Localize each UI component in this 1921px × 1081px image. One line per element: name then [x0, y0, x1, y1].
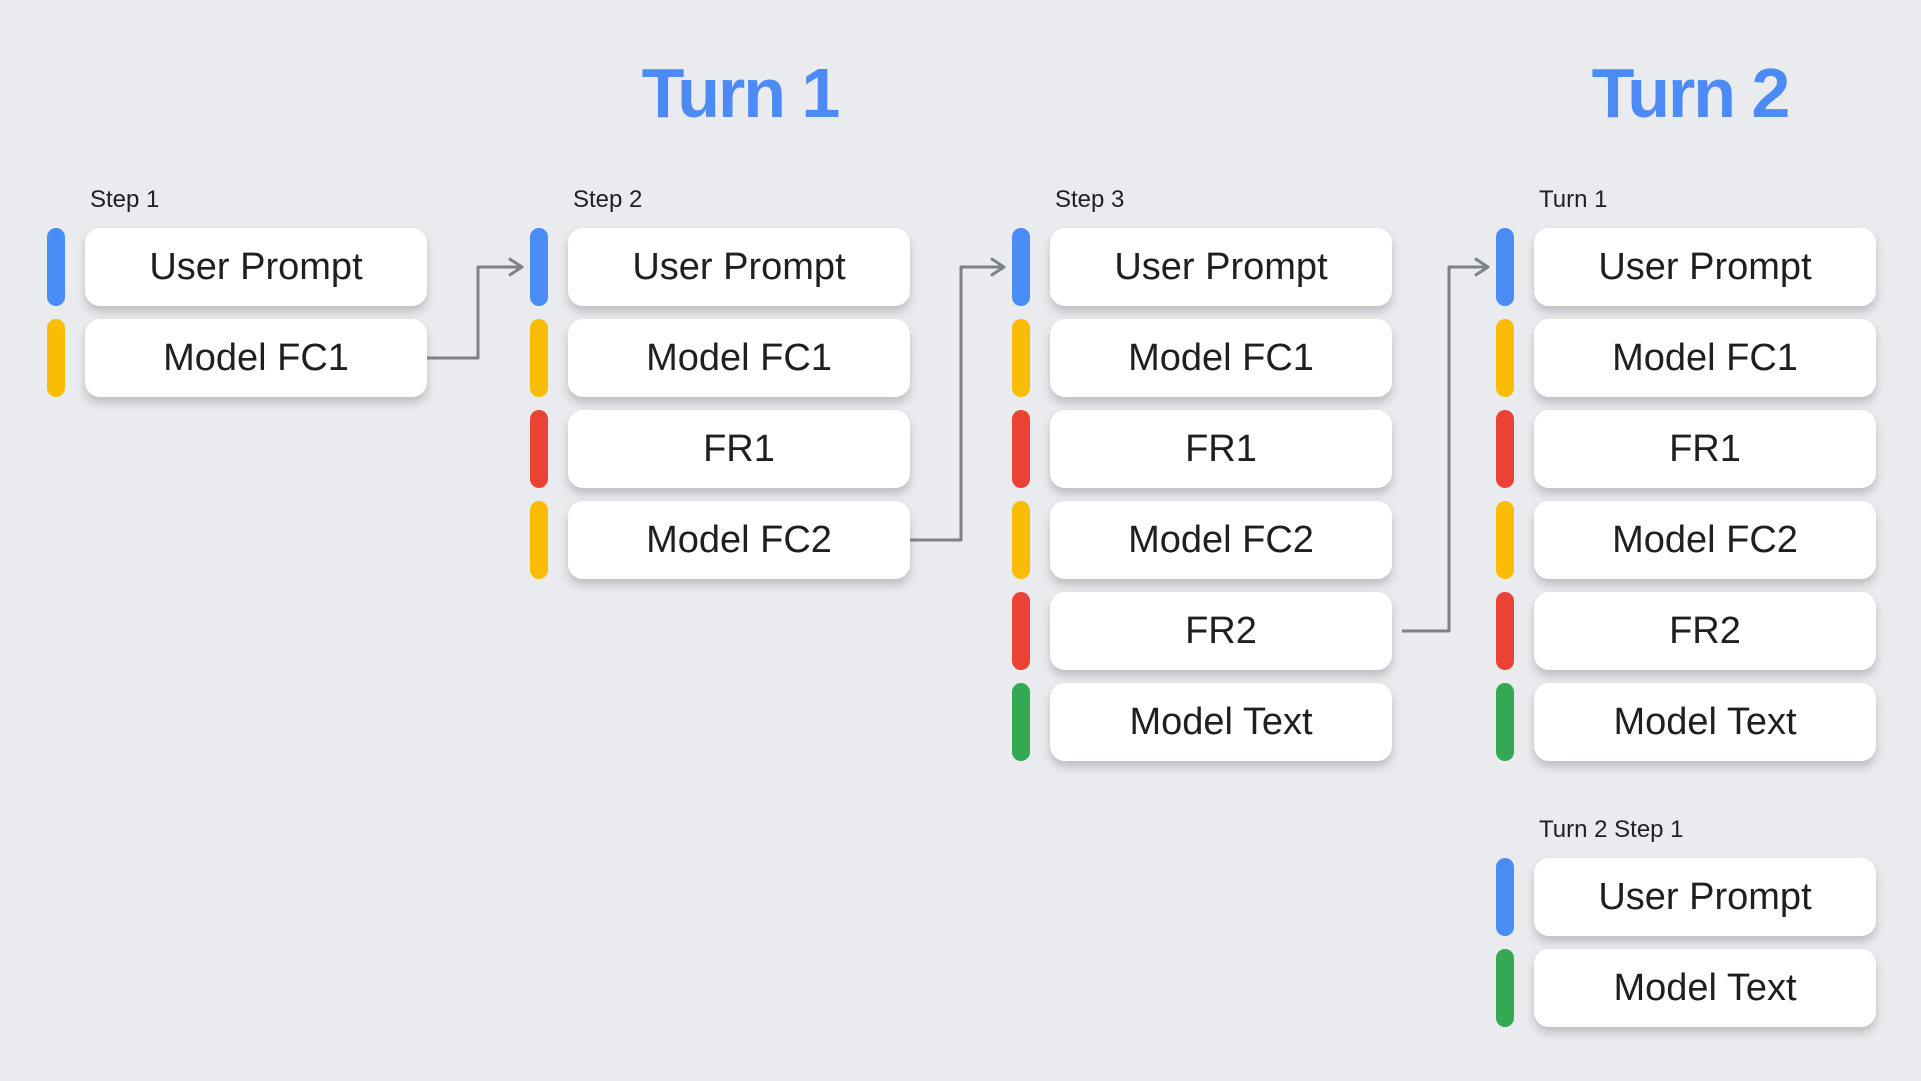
message-box: Model FC1: [85, 319, 427, 397]
message-box-label: FR2: [1669, 609, 1741, 652]
arrow-line: [1402, 265, 1488, 633]
blue-color-bar: [1012, 228, 1030, 306]
message-box-label: FR1: [1185, 427, 1257, 470]
message-box-label: FR1: [703, 427, 775, 470]
arrow-step1-to-step2: [427, 257, 524, 360]
blue-color-bar: [530, 228, 548, 306]
red-color-bar: [1496, 410, 1514, 488]
message-box-label: Model FC2: [646, 518, 832, 561]
arrow-step3-to-turn1: [1402, 257, 1490, 633]
message-box-label: Model Text: [1129, 700, 1313, 743]
message-box: Model FC1: [1050, 319, 1392, 397]
message-box: Model Text: [1050, 683, 1392, 761]
message-box: User Prompt: [1050, 228, 1392, 306]
message-box: FR1: [1534, 410, 1876, 488]
red-color-bar: [530, 410, 548, 488]
message-box-label: Model FC2: [1128, 518, 1314, 561]
arrowhead: [990, 257, 1006, 277]
message-box: Model FC2: [568, 501, 910, 579]
message-box: User Prompt: [85, 228, 427, 306]
message-box-label: Model FC1: [1128, 336, 1314, 379]
green-color-bar: [1496, 683, 1514, 761]
message-box-label: Model FC1: [646, 336, 832, 379]
message-box-label: Model FC1: [1612, 336, 1798, 379]
message-box-label: Model Text: [1613, 966, 1797, 1009]
arrow-line: [910, 265, 1004, 542]
message-box: Model FC1: [568, 319, 910, 397]
red-color-bar: [1012, 410, 1030, 488]
message-box-label: User Prompt: [632, 245, 846, 288]
message-box-label: User Prompt: [1114, 245, 1328, 288]
red-color-bar: [1496, 592, 1514, 670]
yellow-color-bar: [530, 501, 548, 579]
message-box-label: FR1: [1669, 427, 1741, 470]
message-box: FR2: [1050, 592, 1392, 670]
message-box-label: FR2: [1185, 609, 1257, 652]
red-color-bar: [1012, 592, 1030, 670]
arrow-line: [427, 265, 522, 360]
yellow-color-bar: [1012, 319, 1030, 397]
yellow-color-bar: [1012, 501, 1030, 579]
message-box-label: Model Text: [1613, 700, 1797, 743]
blue-color-bar: [47, 228, 65, 306]
message-box: Model Text: [1534, 683, 1876, 761]
message-box-label: User Prompt: [1598, 245, 1812, 288]
group-step-3-label: Step 3: [1055, 186, 1125, 213]
arrow-step2-to-step3: [910, 257, 1006, 542]
message-box: FR1: [568, 410, 910, 488]
message-box: User Prompt: [568, 228, 910, 306]
group-step-1-label: Step 1: [90, 186, 160, 213]
message-box: FR2: [1534, 592, 1876, 670]
green-color-bar: [1496, 949, 1514, 1027]
blue-color-bar: [1496, 858, 1514, 936]
title-turn-1: Turn 1: [641, 54, 841, 132]
group-step-2-label: Step 2: [573, 186, 643, 213]
message-box: Model FC1: [1534, 319, 1876, 397]
arrowhead: [1474, 257, 1490, 277]
message-box-label: User Prompt: [1598, 875, 1812, 918]
message-box-label: User Prompt: [149, 245, 363, 288]
message-box: FR1: [1050, 410, 1392, 488]
yellow-color-bar: [1496, 319, 1514, 397]
green-color-bar: [1012, 683, 1030, 761]
group-turn-1-full-label: Turn 1: [1539, 186, 1608, 213]
message-box: Model FC2: [1534, 501, 1876, 579]
yellow-color-bar: [1496, 501, 1514, 579]
yellow-color-bar: [47, 319, 65, 397]
message-box-label: Model FC2: [1612, 518, 1798, 561]
message-box: Model Text: [1534, 949, 1876, 1027]
title-turn-2: Turn 2: [1591, 54, 1791, 132]
message-box: User Prompt: [1534, 858, 1876, 936]
message-box-label: Model FC1: [163, 336, 349, 379]
group-turn-2-step-1-label: Turn 2 Step 1: [1539, 816, 1684, 843]
message-box: User Prompt: [1534, 228, 1876, 306]
message-box: Model FC2: [1050, 501, 1392, 579]
yellow-color-bar: [530, 319, 548, 397]
blue-color-bar: [1496, 228, 1514, 306]
arrowhead: [508, 257, 524, 277]
